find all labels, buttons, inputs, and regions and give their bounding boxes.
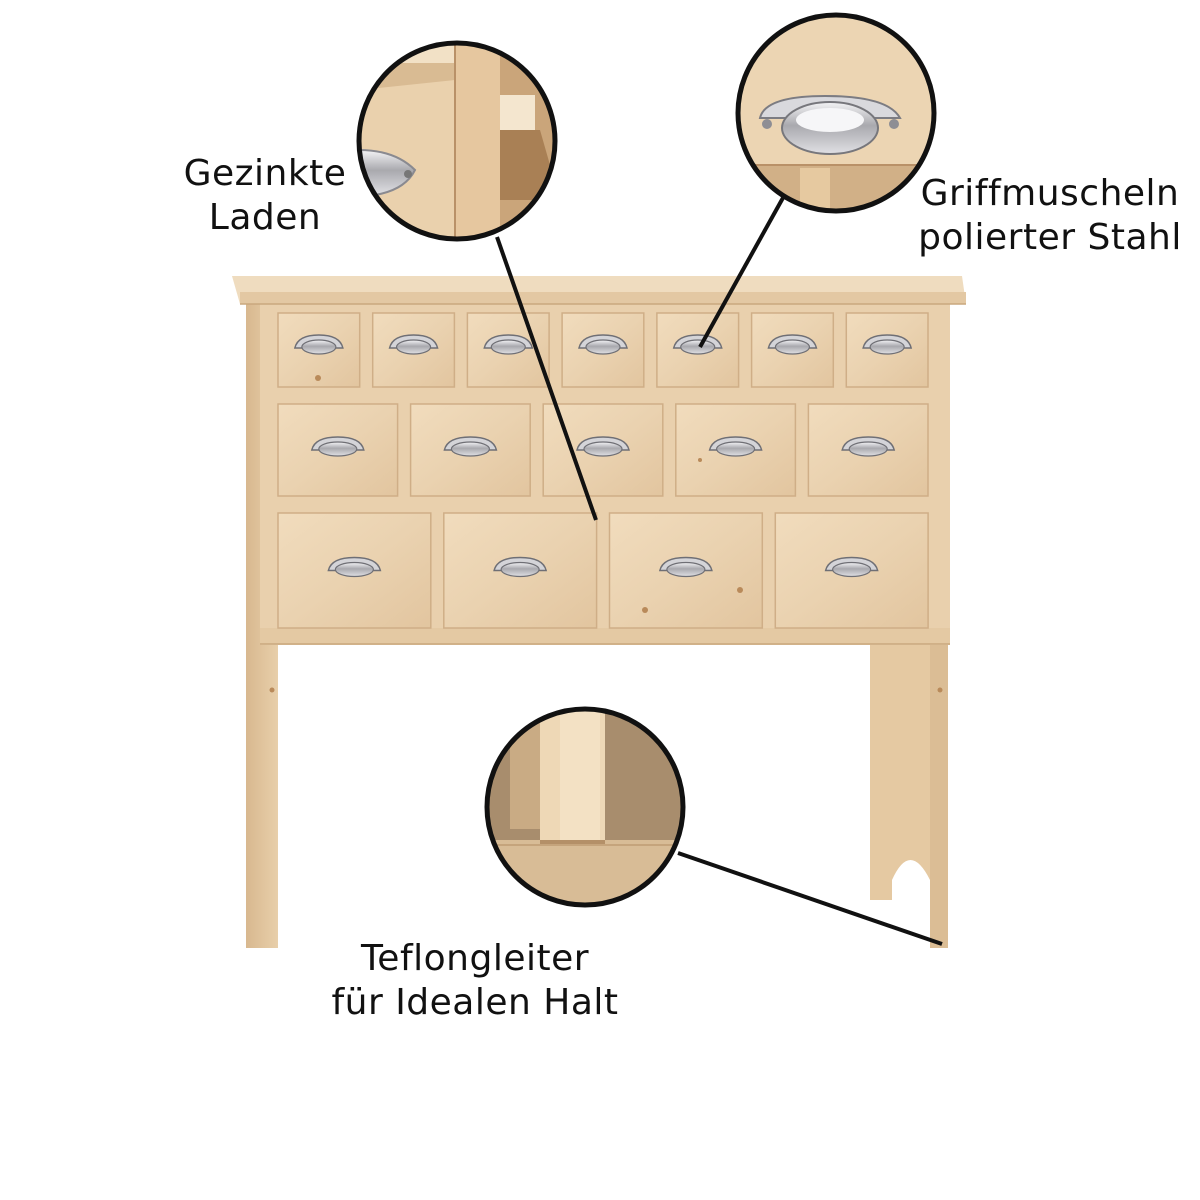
detail-circle-handle [735,12,937,214]
cup-handle [708,436,763,457]
callout-line-handle [698,195,786,348]
callout-glides-line1: Teflongleiter [360,938,590,979]
cup-handle [862,334,913,355]
callout-label-dovetail: Gezinkte Laden [160,152,370,240]
cup-handle [767,334,818,355]
callout-handles-line2: polierter Stahl [918,217,1182,258]
detail-ring-glides [484,706,686,908]
callout-label-glides: Teflongleiter für Idealen Halt [300,937,650,1025]
detail-ring-dovetail [356,40,558,242]
drawer-front [371,312,456,388]
cup-handle [388,334,439,355]
detail-ring-handle [735,12,937,214]
detail-circle-dovetail [356,40,558,242]
callout-line-glides [677,851,943,946]
cup-handle [576,436,630,457]
cup-handle [327,556,382,578]
drawer-front [443,512,598,629]
cup-handle [824,556,879,578]
cup-handle [483,334,534,355]
callout-handles-line1: Griffmuscheln [920,173,1180,214]
cup-handle [493,556,548,578]
cup-handle [841,436,896,457]
cup-handle [293,334,344,355]
callout-glides-line2: für Idealen Halt [331,982,619,1023]
cup-handle [672,334,723,355]
cup-handle [310,436,365,457]
cup-handle [658,556,713,578]
callout-line-dovetail [495,236,598,521]
cup-handle [443,436,498,457]
callout-label-handles: Griffmuscheln polierter Stahl [900,172,1200,260]
cabinet [232,276,966,948]
callout-dovetail-line1: Gezinkte [183,153,347,194]
right-leg [870,640,948,948]
detail-circle-glides [484,706,686,908]
callout-dovetail-line2: Laden [208,197,322,238]
cup-handle [578,334,628,355]
